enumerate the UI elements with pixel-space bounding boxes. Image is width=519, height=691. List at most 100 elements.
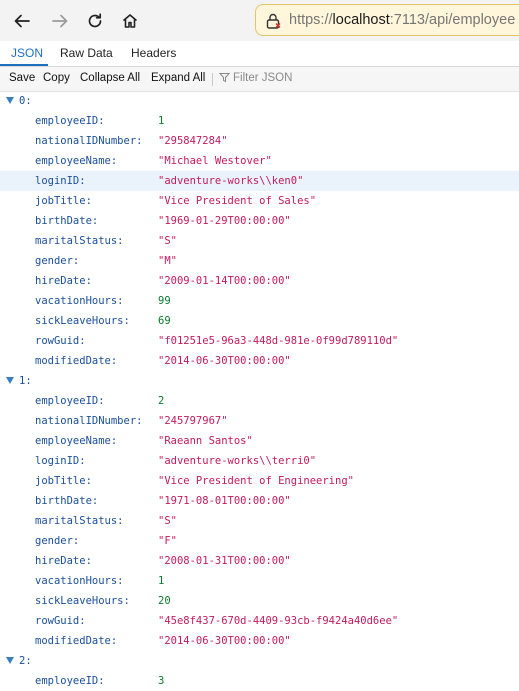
json-value: 1 [158,575,165,587]
url-host: localhost [332,12,390,28]
json-property-row[interactable]: maritalStatus: "S" [0,231,519,251]
json-value: 1 [158,115,165,127]
json-key: employeeID: [35,675,105,687]
json-key: maritalStatus: [35,515,124,527]
json-key: sickLeaveHours: [35,315,130,327]
json-key: birthDate: [35,495,99,507]
json-array-item-toggle[interactable]: 2: [0,651,519,671]
active-tab-indicator [0,64,48,66]
array-index-label: 1: [19,375,32,387]
json-property-row[interactable]: vacationHours: 99 [0,291,519,311]
json-key: employeeName: [35,435,118,447]
json-key: gender: [35,255,80,267]
json-value: "Michael Westover" [158,155,272,167]
json-value: "adventure-works\\ken0" [158,175,304,187]
url-scheme: https:// [289,12,333,28]
json-property-row[interactable]: maritalStatus: "S" [0,511,519,531]
json-value: 20 [158,595,171,607]
json-key: employeeID: [35,395,105,407]
json-property-row[interactable]: jobTitle:"Vice President of Engineering" [0,471,519,491]
json-property-row[interactable]: sickLeaveHours: 20 [0,591,519,611]
filter-icon [218,73,231,83]
json-key: sickLeaveHours: [35,595,130,607]
tab-raw-data[interactable]: Raw Data [60,46,113,60]
json-value: 3 [158,675,165,687]
json-property-row[interactable]: employeeName: "Michael Westover" [0,151,519,171]
back-arrow-icon [14,14,30,28]
lock-icon[interactable] [264,12,282,30]
json-value: "2008-01-31T00:00:00" [158,555,291,567]
json-property-row[interactable]: rowGuid:"45e8f437-670d-4409-93cb-f9424a4… [0,611,519,631]
tab-headers[interactable]: Headers [131,46,177,60]
expand-caret-icon[interactable] [6,657,14,664]
json-property-row[interactable]: modifiedDate: "2014-06-30T00:00:00" [0,351,519,371]
url-text: https://localhost:7113/api/employee [289,12,515,28]
copy-button[interactable]: Copy [43,72,70,84]
json-value: "f01251e5-96a3-448d-981e-0f99d789110d" [158,335,399,347]
json-property-row[interactable]: loginID: "adventure-works\\ken0" [0,171,519,191]
json-key: maritalStatus: [35,235,124,247]
json-value: "M" [158,255,177,267]
forward-arrow-icon [52,14,68,28]
expand-all-button[interactable]: Expand All [151,72,206,84]
json-property-row[interactable]: hireDate: "2008-01-31T00:00:00" [0,551,519,571]
json-value: "Raeann Santos" [158,435,253,447]
json-array-item-toggle[interactable]: 0: [0,91,519,111]
json-value: "S" [158,235,177,247]
forward-button[interactable] [47,8,73,34]
json-value: "2009-01-14T00:00:00" [158,275,291,287]
json-property-row[interactable]: employeeID: 1 [0,111,519,131]
json-property-row[interactable]: gender:"F" [0,531,519,551]
json-property-row[interactable]: gender: "M" [0,251,519,271]
browser-toolbar: https://localhost:7113/api/employee [0,0,519,41]
save-button[interactable]: Save [9,72,36,84]
json-property-row[interactable]: rowGuid:"f01251e5-96a3-448d-981e-0f99d78… [0,331,519,351]
json-key: vacationHours: [35,575,124,587]
json-key: jobTitle: [35,195,92,207]
json-property-row[interactable]: birthDate:"1971-08-01T00:00:00" [0,491,519,511]
address-bar[interactable]: https://localhost:7113/api/employee [255,4,519,36]
json-value: "45e8f437-670d-4409-93cb-f9424a40d6ee" [158,615,399,627]
filter-placeholder: Filter JSON [233,72,293,84]
json-array-item-toggle[interactable]: 1: [0,371,519,391]
json-property-row[interactable]: employeeID:2 [0,391,519,411]
json-value: "F" [158,535,177,547]
json-property-row[interactable]: nationalIDNumber:"245797967" [0,411,519,431]
json-key: jobTitle: [35,475,92,487]
json-key: nationalIDNumber: [35,415,143,427]
json-value: 69 [158,315,171,327]
json-value: "adventure-works\\terri0" [158,455,317,467]
expand-caret-icon[interactable] [6,97,14,104]
json-property-row[interactable]: jobTitle:"Vice President of Sales" [0,191,519,211]
reload-icon [88,13,102,28]
json-key: employeeName: [35,155,118,167]
json-property-row[interactable]: hireDate:"2009-01-14T00:00:00" [0,271,519,291]
home-icon [122,14,138,28]
filter-json-input[interactable]: Filter JSON [218,72,293,84]
json-property-row[interactable]: vacationHours: 1 [0,571,519,591]
home-button[interactable] [117,8,143,34]
json-property-row[interactable]: modifiedDate:"2014-06-30T00:00:00" [0,631,519,651]
json-property-row[interactable]: nationalIDNumber:"295847284" [0,131,519,151]
json-property-row[interactable]: employeeID: 3 [0,671,519,691]
reload-button[interactable] [82,8,108,34]
expand-caret-icon[interactable] [6,377,14,384]
json-key: hireDate: [35,555,92,567]
back-button[interactable] [9,8,35,34]
json-key: loginID: [35,175,86,187]
json-key: vacationHours: [35,295,124,307]
json-key: employeeID: [35,115,105,127]
collapse-all-button[interactable]: Collapse All [80,72,141,84]
json-property-row[interactable]: birthDate:"1969-01-29T00:00:00" [0,211,519,231]
json-value: "2014-06-30T00:00:00" [158,355,291,367]
array-index-label: 0: [19,95,32,107]
json-property-row[interactable]: loginID:"adventure-works\\terri0" [0,451,519,471]
json-value: 99 [158,295,171,307]
json-property-row[interactable]: sickLeaveHours: 69 [0,311,519,331]
json-property-row[interactable]: employeeName: "Raeann Santos" [0,431,519,451]
tab-json[interactable]: JSON [11,46,44,60]
json-key: modifiedDate: [35,355,118,367]
json-value: "S" [158,515,177,527]
json-toolbar: Save Copy Collapse All Expand All Filter… [0,67,519,92]
